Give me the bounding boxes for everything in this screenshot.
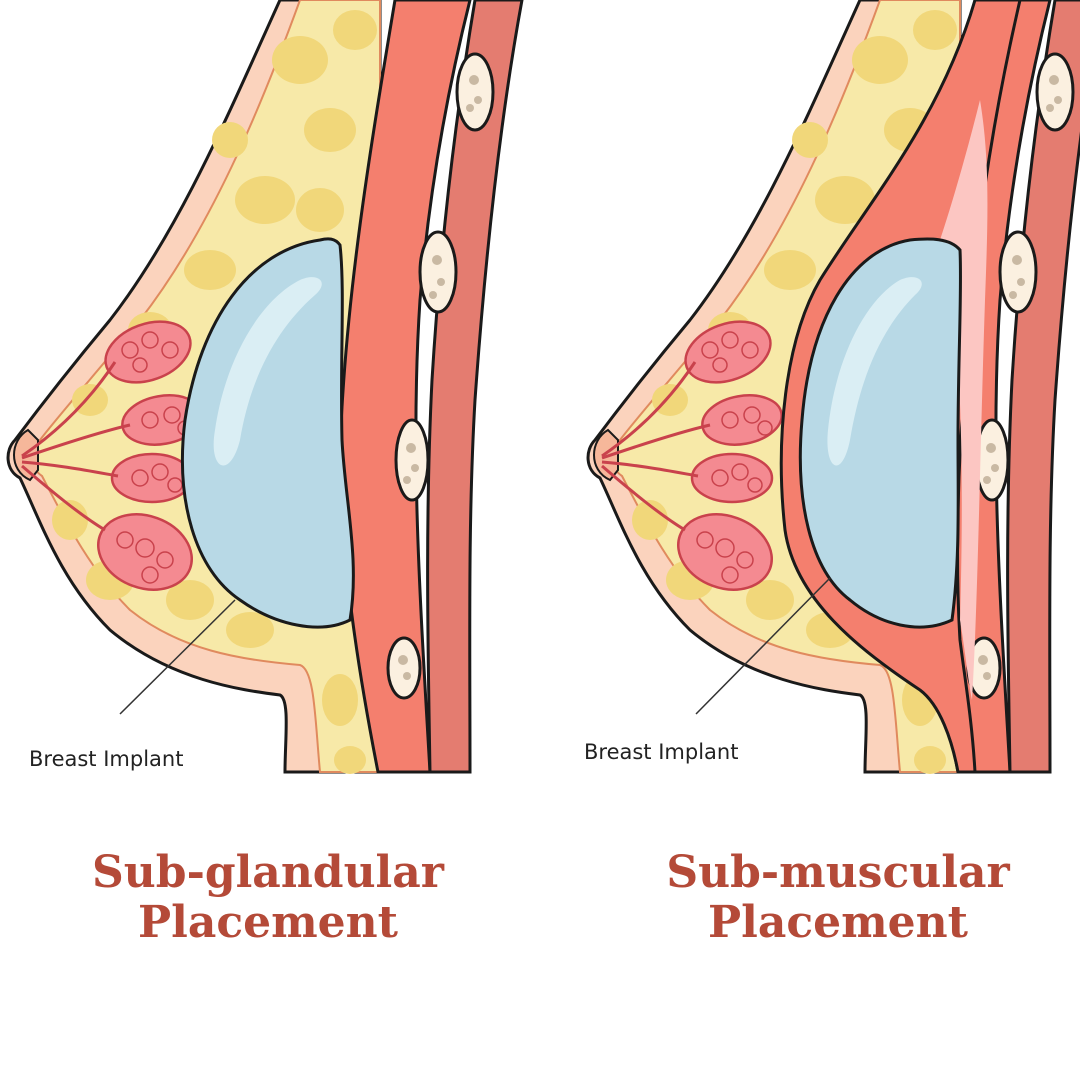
breast-implant xyxy=(798,237,963,629)
subglandular-title-line2: Placement xyxy=(138,897,398,948)
breast-implant xyxy=(181,237,355,629)
submuscular-title-line2: Placement xyxy=(708,897,968,948)
submuscular-title-line1: Sub-muscular xyxy=(666,847,1010,898)
subglandular-diagram xyxy=(6,0,524,776)
subglandular-title: Sub-glandular Placement xyxy=(58,848,478,948)
implant-pointer-line xyxy=(695,577,831,715)
submuscular-diagram xyxy=(586,0,1080,776)
subglandular-title-line1: Sub-glandular xyxy=(92,847,444,898)
submuscular-title: Sub-muscular Placement xyxy=(628,848,1048,948)
implant-label-left: Breast Implant xyxy=(29,747,184,771)
implant-label-right: Breast Implant xyxy=(584,740,739,764)
implant-pointer-line xyxy=(119,599,236,715)
implant-highlight xyxy=(213,277,322,466)
implant-highlight xyxy=(827,277,922,466)
